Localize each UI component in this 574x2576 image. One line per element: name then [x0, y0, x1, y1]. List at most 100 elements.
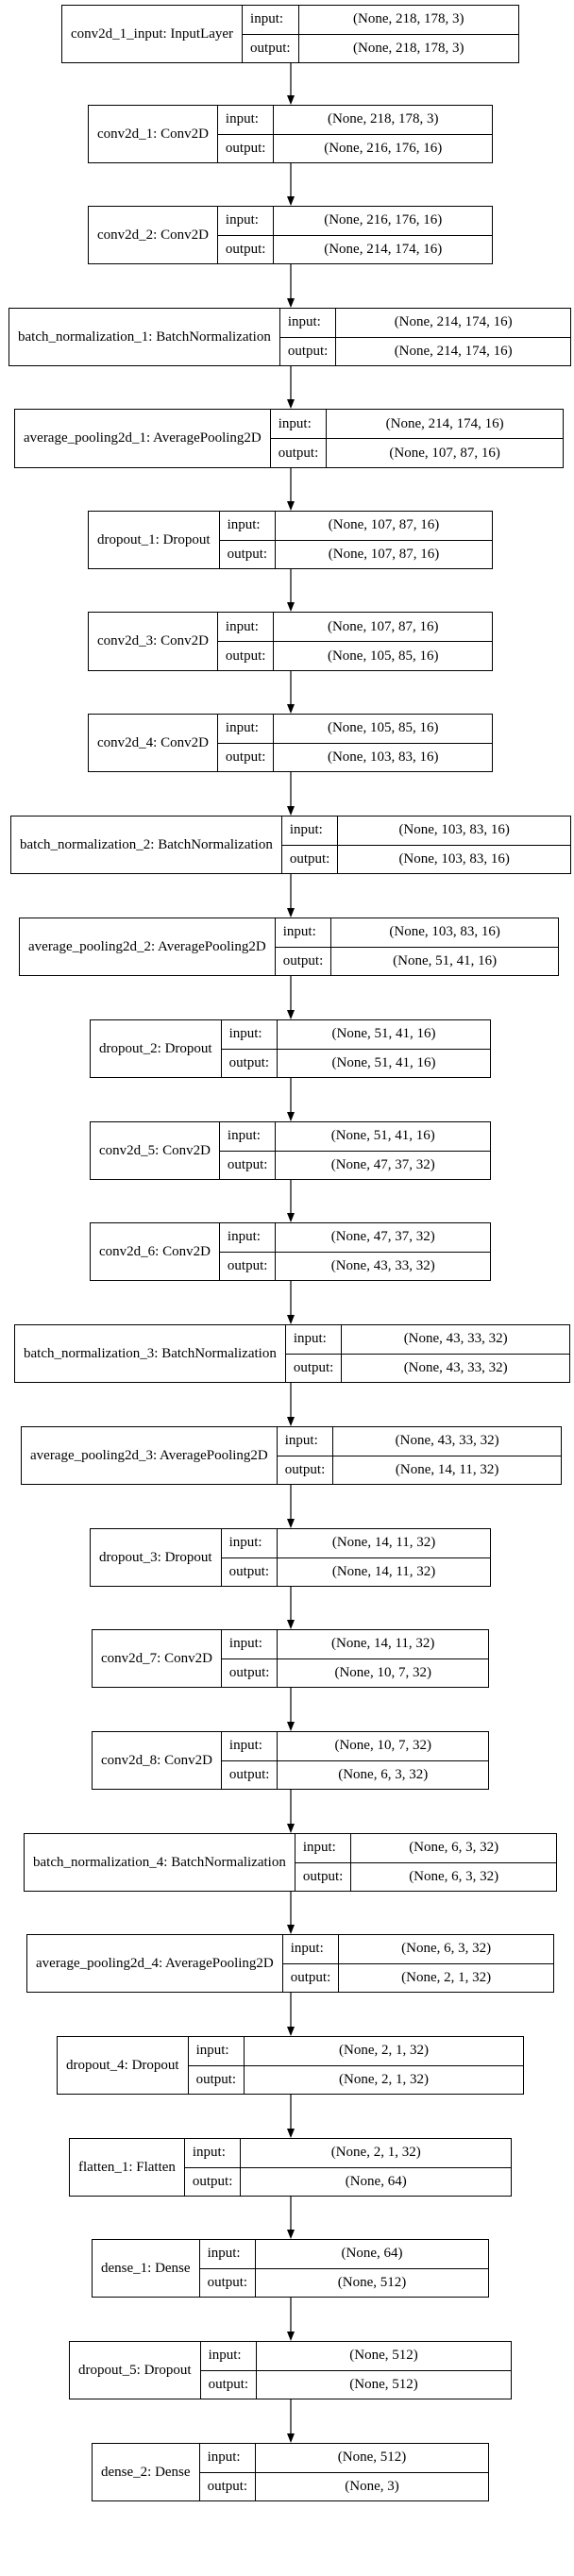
input-label: input: [302, 1840, 336, 1856]
input-shape: (None, 43, 33, 32) [395, 1433, 499, 1449]
edge-arrowhead [287, 1417, 295, 1426]
output-label: output: [219, 1150, 276, 1180]
io-shapes: (None, 107, 87, 16)(None, 105, 85, 16) [274, 613, 492, 670]
io-shapes: (None, 218, 178, 3)(None, 218, 178, 3) [298, 6, 518, 62]
input-shape: (None, 2, 1, 32) [330, 2145, 421, 2161]
io-labels: input: output: [184, 2139, 242, 2197]
io-labels: input:output: [217, 106, 275, 163]
io-labels: input:output: [217, 613, 275, 670]
input-label: input: [228, 1636, 262, 1652]
io-labels: input:output: [285, 1325, 343, 1383]
layer-name: conv2d_5: Conv2D [91, 1122, 220, 1179]
input-shape: (None, 512) [337, 2450, 407, 2466]
layer-name: flatten_1: Flatten [70, 2139, 185, 2196]
input-label: input: [278, 415, 312, 431]
io-labels: input: output: [188, 2037, 245, 2095]
input-shape: (None, 51, 41, 16) [331, 1026, 436, 1042]
input-shape: (None, 43, 33, 32) [403, 1331, 508, 1347]
input-label: input: [228, 1535, 262, 1551]
input-label: input: [228, 1026, 262, 1042]
edge-arrowhead [287, 2129, 295, 2138]
output-label: output: [221, 1557, 278, 1587]
output-shape: (None, 64) [241, 2166, 511, 2197]
input-label: input: [207, 2246, 241, 2262]
output-label: output: [188, 2064, 245, 2095]
layer-node: dropout_4: Dropout input: output:(None, 2,… [57, 2036, 524, 2095]
edge-arrowhead [287, 1112, 295, 1121]
output-shape: (None, 14, 11, 32) [333, 1455, 561, 1485]
output-label: output: [217, 133, 274, 163]
io-shapes: (None, 218, 178, 3) (None, 216, 176, 16) [274, 106, 492, 162]
output-label: output: [243, 33, 298, 63]
output-label: output: [281, 844, 338, 874]
output-shape: (None, 6, 3, 32) [278, 1759, 488, 1790]
output-label: output: [217, 234, 274, 264]
io-labels: input:output: [200, 2342, 258, 2399]
input-label: input: [227, 1229, 261, 1245]
layer-node: batch_normalization_4: BatchNormalizatio… [24, 1833, 557, 1892]
input-shape: (None, 214, 174, 16) [394, 314, 513, 330]
io-labels: input:output: [221, 1732, 279, 1789]
input-shape: (None, 107, 87, 16) [328, 517, 440, 533]
io-labels: input:output: [281, 817, 339, 874]
input-label: input: [287, 314, 321, 330]
io-shapes: (None, 43, 33, 32)(None, 43, 33, 32) [342, 1325, 569, 1382]
io-shapes: (None, 47, 37, 32)(None, 43, 33, 32) [276, 1223, 490, 1280]
io-shapes: (None, 2, 1, 32) (None, 64) [241, 2139, 511, 2196]
io-labels: input:output: [295, 1834, 352, 1891]
output-label: output: [184, 2166, 241, 2197]
input-shape: (None, 107, 87, 16) [327, 618, 439, 634]
edge-arrowhead [287, 908, 295, 918]
output-shape: (None, 103, 83, 16) [274, 742, 492, 772]
output-shape: (None, 214, 174, 16) [274, 234, 492, 264]
layer-name: conv2d_7: Conv2D [93, 1630, 222, 1687]
layer-name: conv2d_6: Conv2D [91, 1223, 220, 1280]
io-shapes: (None, 6, 3, 32)(None, 2, 1, 32) [339, 1935, 553, 1992]
io-labels: input:output: [217, 715, 275, 771]
input-shape: (None, 218, 178, 3) [327, 111, 439, 127]
layer-name: average_pooling2d_3: AveragePooling2D [22, 1427, 278, 1484]
io-labels: input:output: [199, 2444, 257, 2500]
output-shape: (None, 51, 41, 16) [278, 1048, 490, 1078]
io-shapes: (None, 214, 174, 16) (None, 214, 174, 16) [336, 309, 570, 365]
input-label: input: [192, 2145, 226, 2161]
edge-arrowhead [287, 1925, 295, 1934]
input-shape: (None, 512) [349, 2348, 418, 2364]
input-label: input: [207, 2450, 241, 2466]
input-label: input: [284, 1433, 318, 1449]
input-shape: (None, 105, 85, 16) [327, 720, 439, 736]
output-shape: (None, 216, 176, 16) [274, 133, 492, 163]
output-shape: (None, 3) [256, 2471, 488, 2501]
layer-name: dropout_5: Dropout [70, 2342, 201, 2399]
layer-name: batch_normalization_1: BatchNormalizatio… [9, 309, 280, 365]
output-shape: (None, 103, 83, 16) [338, 844, 570, 874]
edge-arrowhead [287, 2433, 295, 2443]
output-label: output: [275, 946, 331, 976]
output-shape: (None, 214, 174, 16) [336, 336, 570, 366]
io-shapes: (None, 10, 7, 32)(None, 6, 3, 32) [278, 1732, 488, 1789]
io-labels: input:output: [221, 1630, 279, 1687]
output-shape: (None, 107, 87, 16) [276, 539, 492, 569]
layer-name: dropout_4: Dropout [58, 2037, 189, 2094]
edge-arrowhead [287, 298, 295, 308]
edge-arrowhead [287, 806, 295, 816]
io-labels: input:output: [270, 410, 328, 467]
output-label: output: [217, 641, 274, 670]
io-labels: input:output: [275, 918, 332, 976]
io-shapes: (None, 2, 1, 32)(None, 2, 1, 32) [245, 2037, 523, 2094]
edge-arrowhead [287, 1722, 295, 1731]
output-label: output: [285, 1353, 342, 1383]
layer-name: batch_normalization_3: BatchNormalizatio… [15, 1325, 286, 1382]
input-label: input: [195, 2043, 229, 2059]
input-label: input: [228, 1738, 262, 1754]
output-shape: (None, 512) [257, 2369, 511, 2399]
output-label: output: [221, 1048, 278, 1078]
output-shape: (None, 107, 87, 16) [327, 438, 563, 467]
